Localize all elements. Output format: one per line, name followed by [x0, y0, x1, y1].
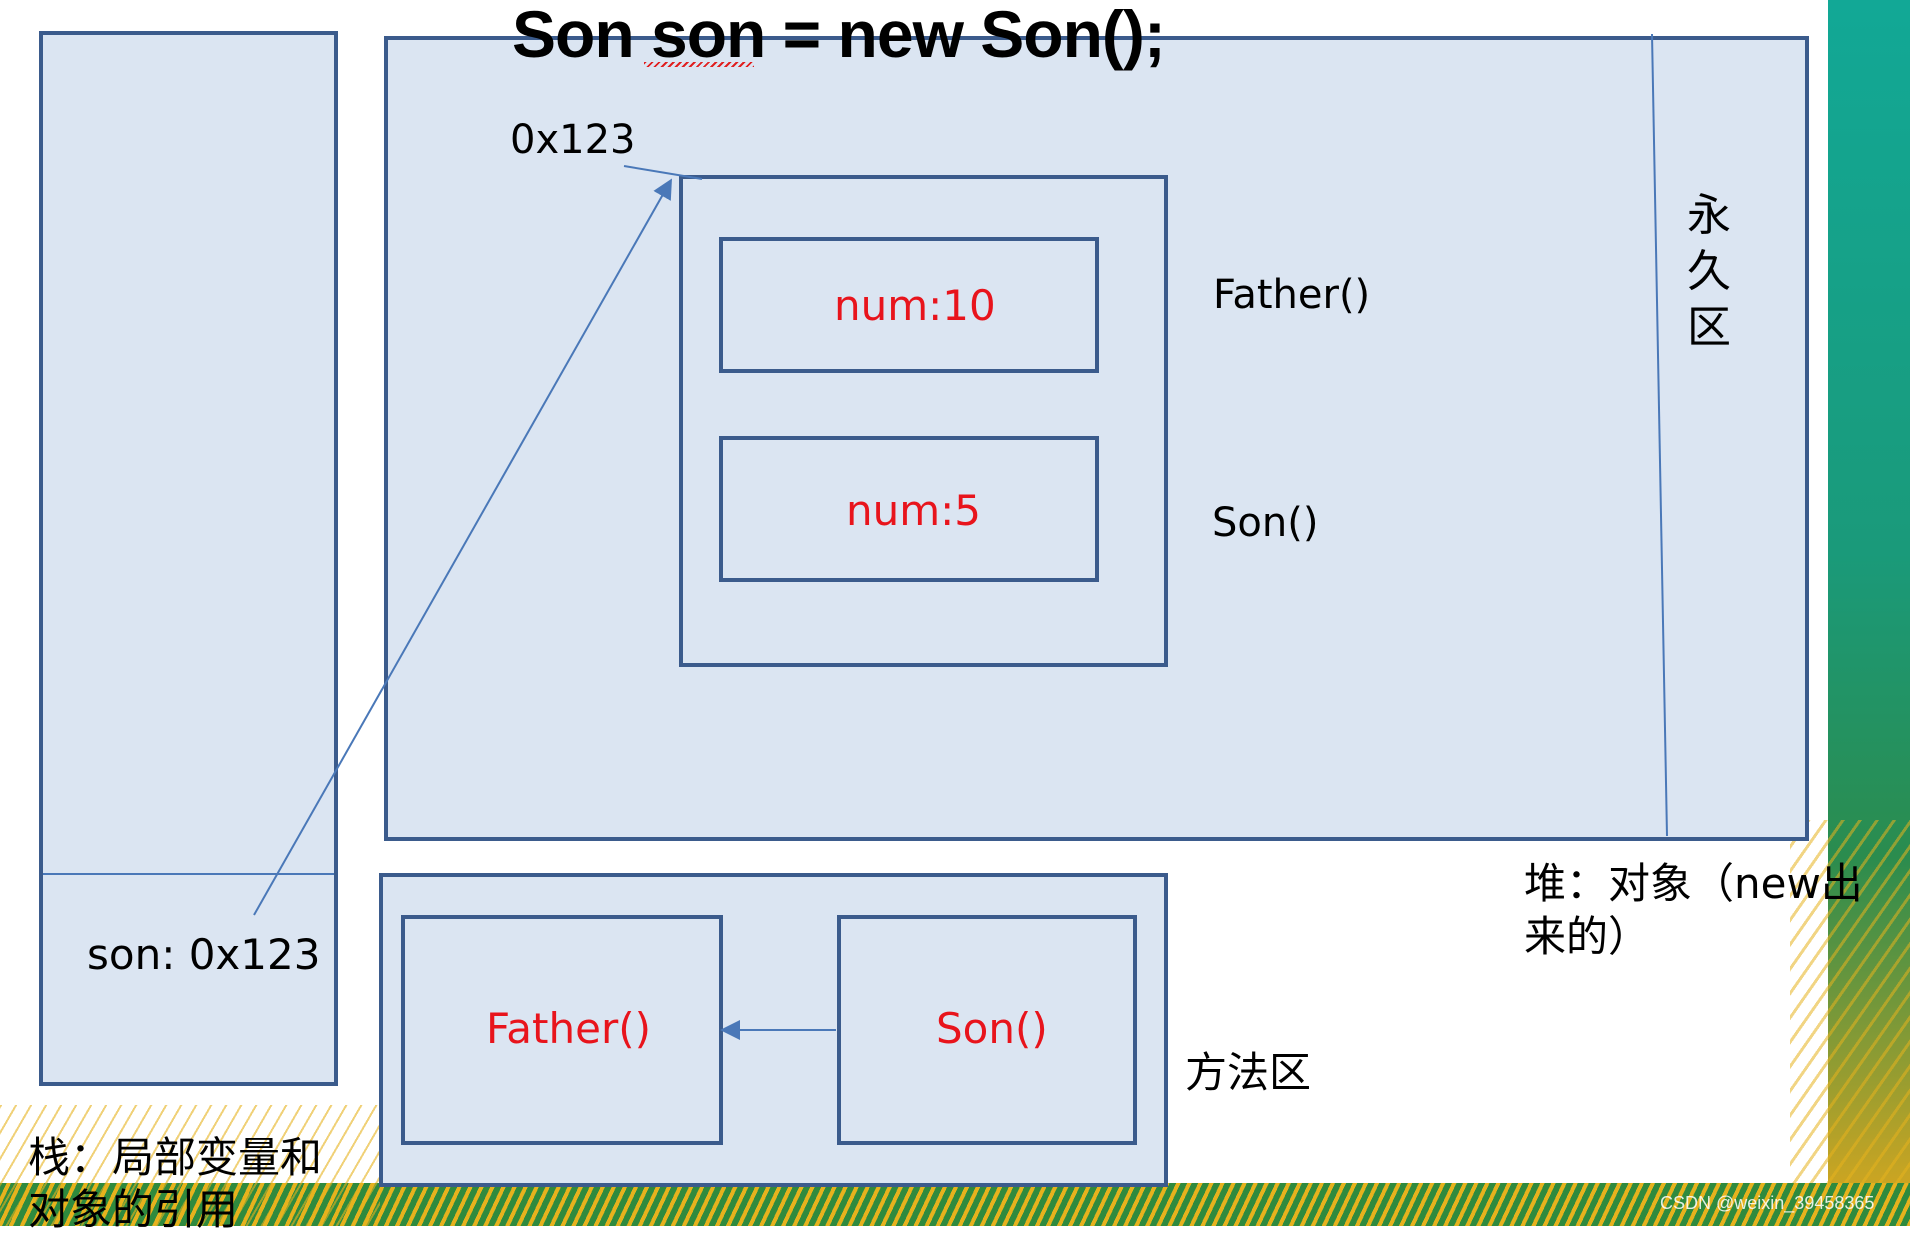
- code-title: Son son = new Son();: [512, 0, 1166, 71]
- method-area-father-label: Father(): [486, 1004, 652, 1053]
- permgen-label-char-1: 永: [1687, 190, 1731, 241]
- heap-caption-line1: 堆：对象（new出: [1524, 859, 1863, 908]
- reference-arrow: [253, 178, 672, 916]
- permgen-divider: [1651, 33, 1668, 837]
- slide-decoration-right: [1790, 820, 1910, 1226]
- father-field-value: num:10: [834, 281, 996, 330]
- spellcheck-underline: [644, 62, 754, 67]
- permgen-label-char-2: 久: [1687, 246, 1731, 297]
- son-field-value: num:5: [846, 486, 982, 535]
- stack-variable-label: son: 0x123: [87, 930, 321, 979]
- heap-object-address: 0x123: [510, 117, 636, 163]
- father-field-box: [719, 237, 1099, 373]
- slide-decoration-left: [0, 1105, 380, 1226]
- father-constructor-label: Father(): [1213, 272, 1371, 318]
- method-area-father-box: [401, 915, 723, 1145]
- method-area-son-label: Son(): [936, 1004, 1048, 1053]
- son-field-box: [719, 436, 1099, 582]
- heap-caption-line2: 来的）: [1524, 912, 1651, 961]
- csdn-watermark: CSDN @weixin_39458365: [1660, 1193, 1875, 1213]
- stack-caption-line1: 栈：局部变量和: [28, 1133, 323, 1182]
- stack-region: [39, 31, 338, 1086]
- method-area-caption: 方法区: [1185, 1048, 1312, 1097]
- son-constructor-label: Son(): [1212, 500, 1319, 546]
- stack-divider: [43, 873, 334, 875]
- method-area-son-box: [837, 915, 1137, 1145]
- permgen-label-char-3: 区: [1687, 302, 1731, 353]
- address-pointer-line: [623, 165, 703, 180]
